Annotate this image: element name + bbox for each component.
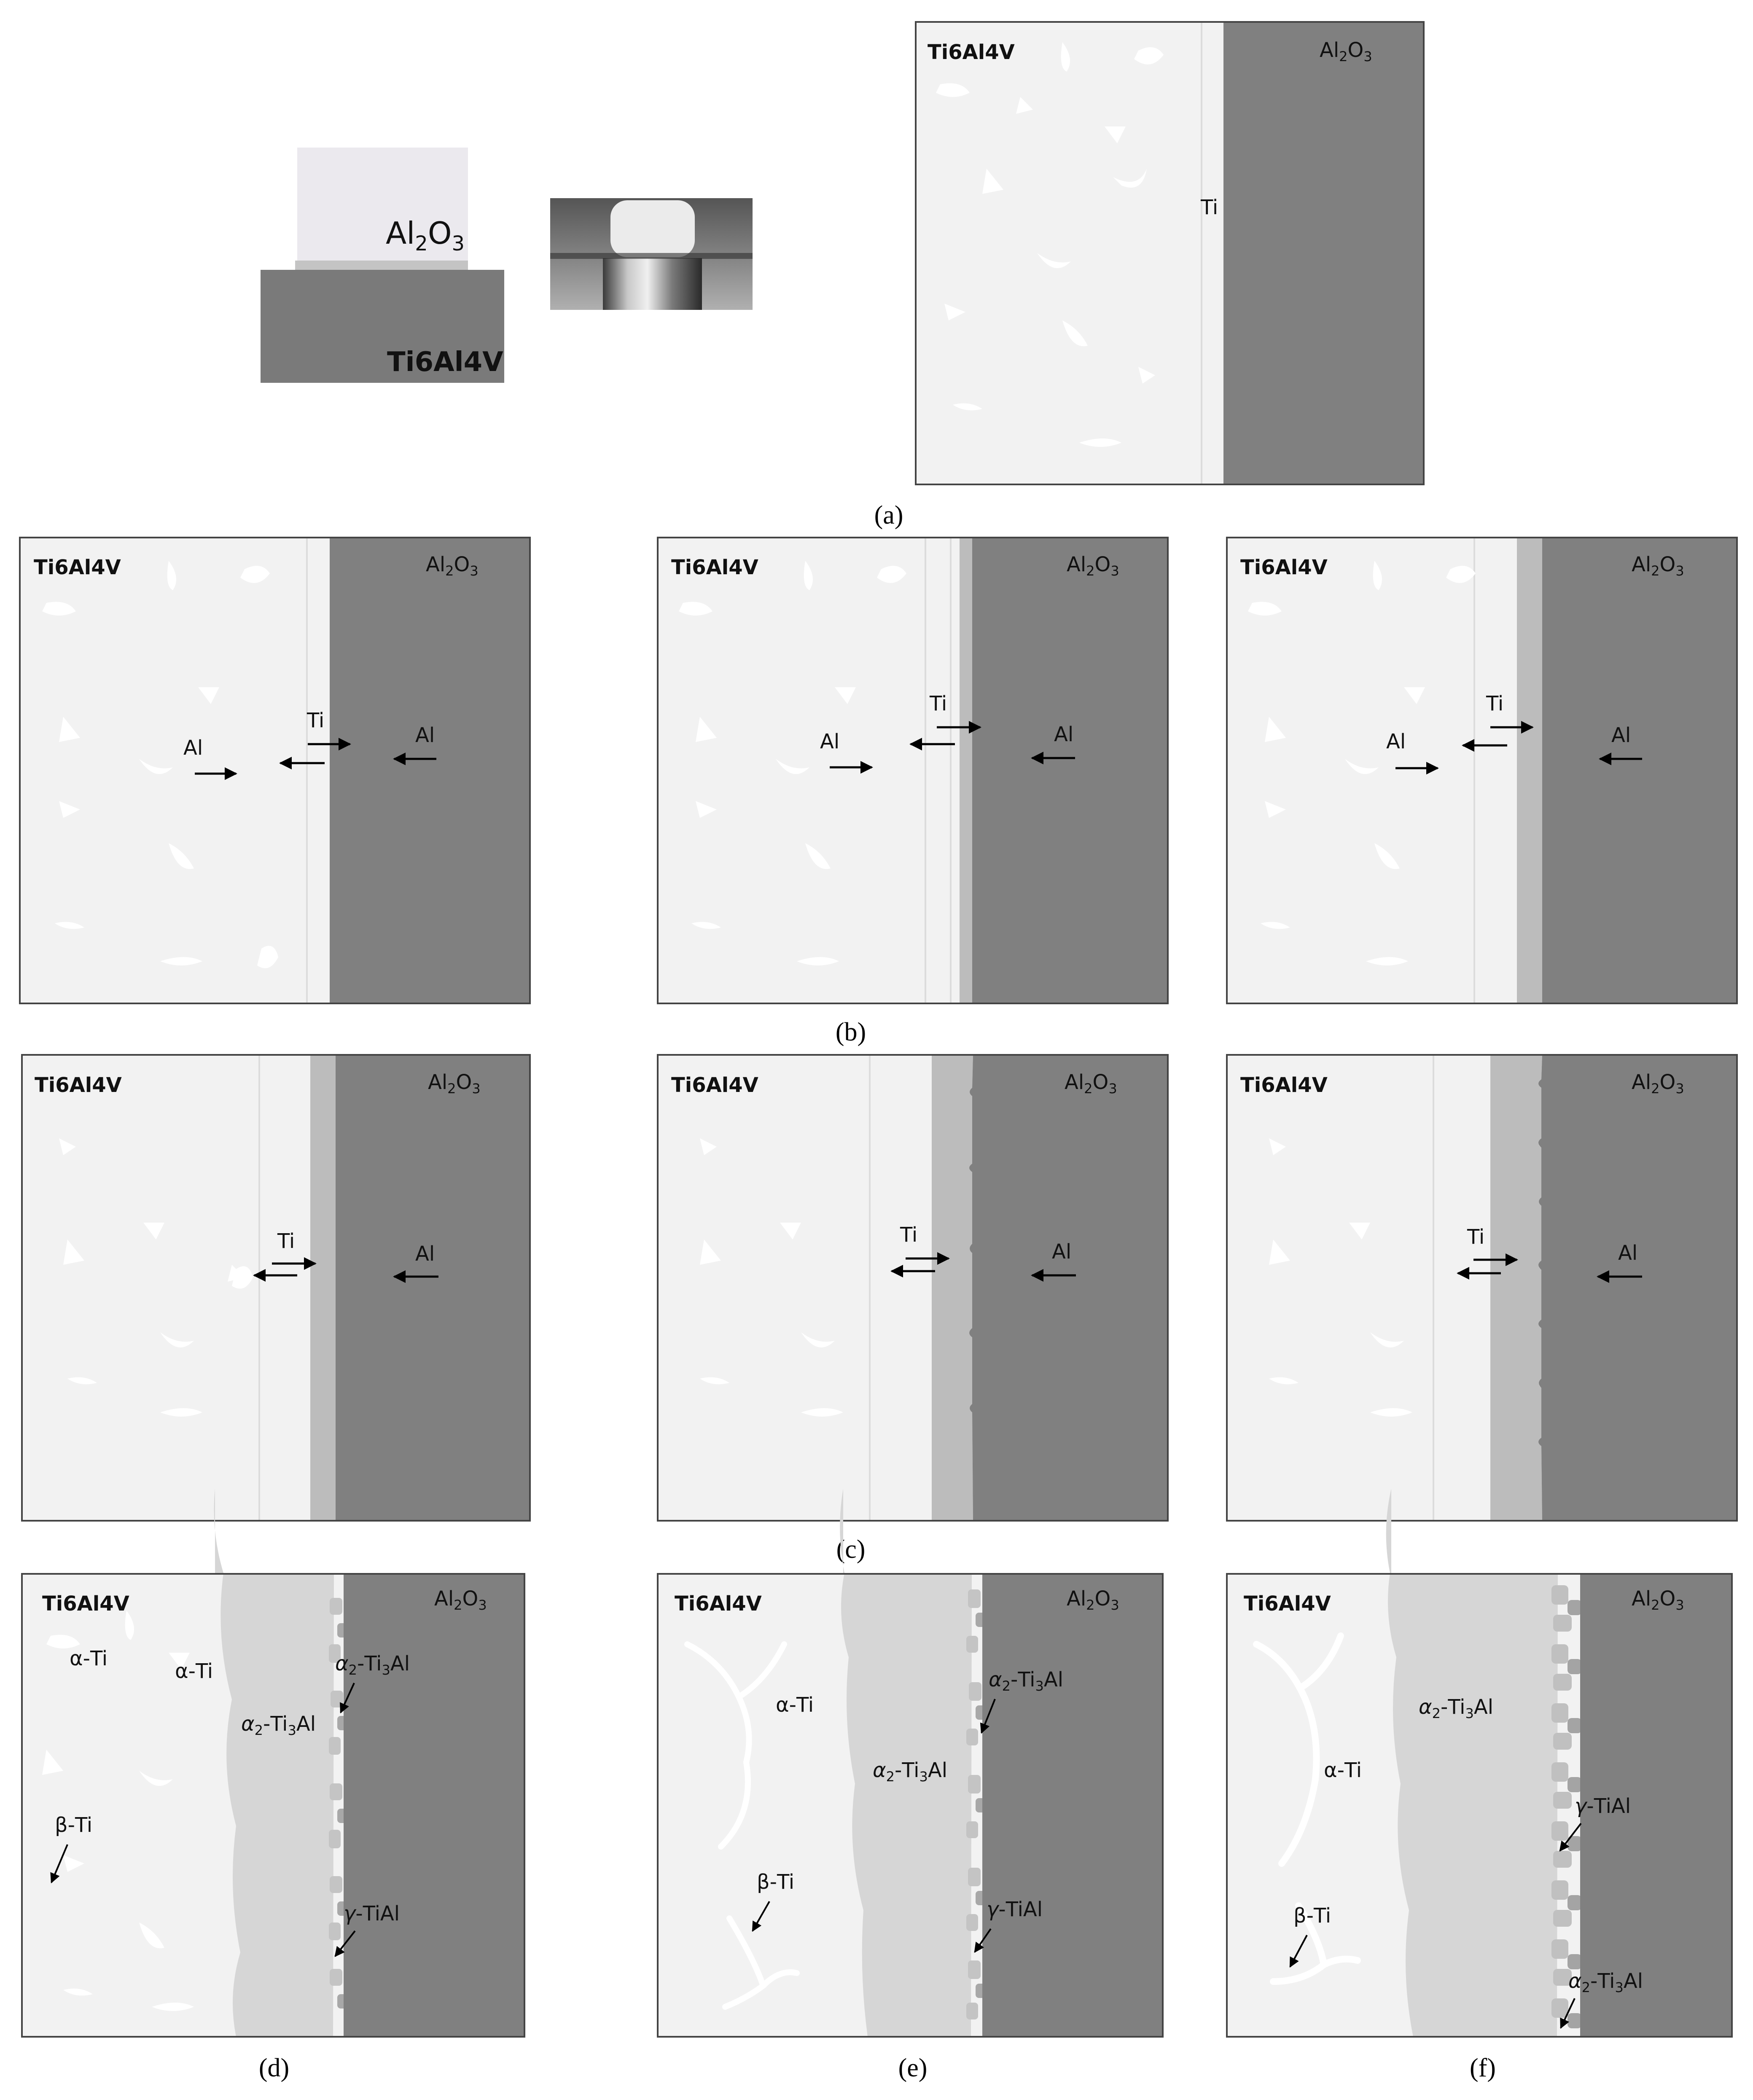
caption-e: (e) bbox=[898, 2054, 928, 2082]
label-ti6al4v: Ti6Al4V bbox=[34, 556, 121, 579]
label-alpha-ti: α-Ti bbox=[776, 1693, 814, 1717]
panel-a-photo bbox=[550, 198, 753, 310]
label-ti6al4v: Ti6Al4V bbox=[671, 556, 758, 579]
label-al-right: Al bbox=[1052, 1240, 1071, 1264]
label-alpha2-ti3al: α2-Ti3Al bbox=[873, 1759, 947, 1785]
panel-a-schematic: Al2O3 Ti6Al4V bbox=[261, 148, 504, 383]
label-beta-ti: β-Ti bbox=[757, 1870, 794, 1894]
label-al2o3: Al2O3 bbox=[1067, 553, 1119, 579]
ti6al4v-block bbox=[261, 270, 504, 383]
arrow-pointer bbox=[340, 1683, 355, 1714]
label-alpha-ti: α-Ti bbox=[70, 1647, 108, 1670]
label-ti6al4v: Ti6Al4V bbox=[928, 40, 1015, 64]
caption-a: (a) bbox=[874, 501, 903, 530]
label-ti6al4v: Ti6Al4V bbox=[42, 1592, 129, 1616]
arrow-pointer bbox=[974, 1928, 992, 1953]
label-alpha-ti: α-Ti bbox=[175, 1659, 213, 1683]
label-alpha2-ti3al: α2-Ti3Al bbox=[241, 1712, 316, 1738]
label-al-right: Al bbox=[415, 1242, 435, 1266]
label-alpha2-ti3al: α2-Ti3Al bbox=[989, 1668, 1063, 1694]
label-gamma-tial: γ-TiAl bbox=[987, 1898, 1043, 1921]
label-gamma-tial: γ-TiAl bbox=[1575, 1794, 1631, 1818]
arrow-pointer bbox=[334, 1930, 356, 1957]
al2o3-block bbox=[297, 148, 468, 270]
label-beta-ti: β-Ti bbox=[55, 1813, 92, 1837]
photo-shadow bbox=[550, 253, 753, 259]
label-ti: Ti bbox=[1486, 692, 1503, 715]
arrow-pointer bbox=[1289, 1935, 1308, 1968]
label-beta-ti: β-Ti bbox=[1293, 1904, 1331, 1928]
label-al2o3: Al2O3 bbox=[386, 215, 465, 255]
label-ti: Ti bbox=[277, 1229, 295, 1253]
label-al-right: Al bbox=[1054, 723, 1073, 746]
label-alpha2-ti3al: α2-Ti3Al bbox=[335, 1652, 410, 1678]
label-al-right: Al bbox=[1611, 723, 1631, 747]
label-al-left: Al bbox=[183, 736, 203, 760]
arrow-pointer bbox=[50, 1844, 68, 1884]
arrow-pointer bbox=[1559, 1823, 1582, 1852]
label-al-right: Al bbox=[1618, 1241, 1637, 1265]
label-ti: Ti bbox=[1200, 196, 1218, 219]
panel-c2: Ti6Al4V Al2O3 Ti Al bbox=[657, 1054, 1169, 1522]
label-ti6al4v: Ti6Al4V bbox=[1240, 556, 1328, 579]
arrow-pointer bbox=[752, 1901, 770, 1932]
label-ti: Ti bbox=[900, 1223, 917, 1247]
photo-metal-cylinder bbox=[603, 258, 702, 310]
label-ti6al4v: Ti6Al4V bbox=[1240, 1073, 1328, 1097]
panel-b2: Ti6Al4V Al2O3 Al Ti Al bbox=[657, 537, 1169, 1004]
label-ti: Ti bbox=[929, 692, 947, 715]
panel-d: Ti6Al4V Al2O3 α-Ti α-Ti α2-Ti3Al α2-Ti3A… bbox=[21, 1489, 525, 2038]
label-ti6al4v: Ti6Al4V bbox=[35, 1073, 122, 1097]
label-al-left: Al bbox=[1386, 730, 1406, 753]
arrow-pointer bbox=[1560, 1998, 1576, 2029]
label-ti6al4v: Ti6Al4V bbox=[1244, 1592, 1331, 1616]
caption-f: (f) bbox=[1470, 2054, 1496, 2082]
label-al2o3: Al2O3 bbox=[1632, 553, 1684, 579]
label-al-left: Al bbox=[820, 730, 839, 753]
label-al2o3: Al2O3 bbox=[434, 1587, 487, 1613]
caption-d: (d) bbox=[259, 2054, 289, 2082]
label-ti: Ti bbox=[307, 709, 324, 732]
label-alpha-ti: α-Ti bbox=[1324, 1759, 1362, 1782]
label-al-right: Al bbox=[415, 723, 435, 747]
panel-a-large: Ti6Al4V Al2O3 Ti bbox=[915, 21, 1425, 485]
label-ti6al4v: Ti6Al4V bbox=[671, 1073, 758, 1097]
panel-b1: Ti6Al4V Al2O3 Al Ti Al bbox=[19, 537, 531, 1004]
photo-ceramic bbox=[610, 200, 695, 257]
interlayer-strip bbox=[295, 261, 468, 270]
label-gamma-tial: γ-TiAl bbox=[344, 1902, 400, 1925]
panel-c1: Ti6Al4V Al2O3 Ti Al bbox=[21, 1054, 531, 1522]
label-ti6al4v: Ti6Al4V bbox=[675, 1592, 762, 1616]
arrow-pointer bbox=[980, 1699, 996, 1734]
panel-e: Ti6Al4V Al2O3 α-Ti α2-Ti3Al α2-Ti3Al γ-T… bbox=[657, 1489, 1164, 2038]
panel-b3: Ti6Al4V Al2O3 Al Ti Al bbox=[1226, 537, 1738, 1004]
label-alpha2-ti3al: α2-Ti3Al bbox=[1568, 1969, 1643, 1995]
caption-b: (b) bbox=[836, 1018, 866, 1046]
label-ti6al4v: Ti6Al4V bbox=[387, 347, 503, 378]
label-alpha2-ti3al: α2-Ti3Al bbox=[1419, 1695, 1493, 1721]
panel-f: Ti6Al4V Al2O3 α-Ti α2-Ti3Al γ-TiAl α2-Ti… bbox=[1226, 1489, 1733, 2038]
panel-c3: Ti6Al4V Al2O3 Ti Al bbox=[1226, 1054, 1738, 1522]
label-ti: Ti bbox=[1467, 1225, 1484, 1249]
